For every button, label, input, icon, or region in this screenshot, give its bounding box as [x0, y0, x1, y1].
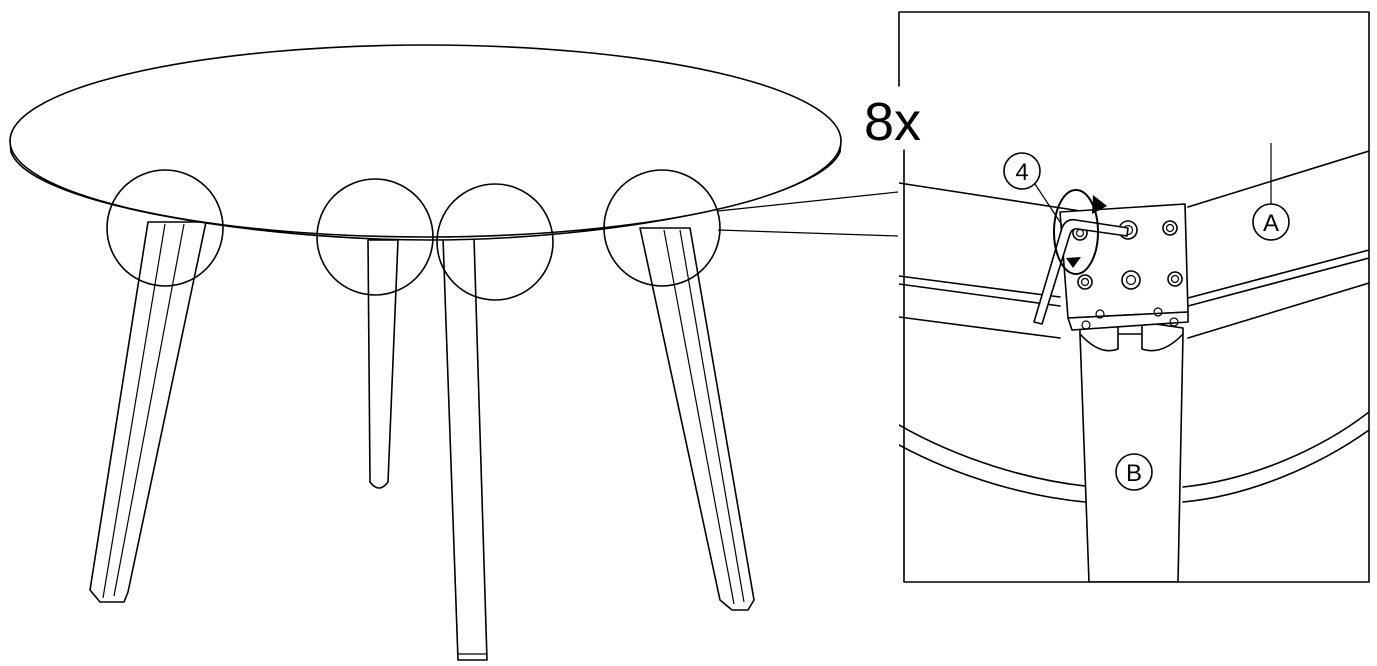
callout-label: B [1126, 460, 1142, 487]
table-leg-front-right [639, 227, 755, 611]
callout-part-a: A [1252, 143, 1290, 241]
zoom-leader-lines [717, 191, 899, 237]
quantity-label: 8x [864, 92, 921, 152]
detail-view: 8x 4 A B [864, 11, 1370, 583]
detail-circle [436, 183, 554, 301]
mounting-bracket [1059, 203, 1189, 331]
table-top [9, 44, 842, 241]
callout-tool-4: 4 [1003, 152, 1063, 226]
leg-b [1079, 321, 1184, 582]
detail-circle [603, 169, 721, 287]
callout-part-b: B [1115, 453, 1153, 491]
table-leg-rear-left [367, 239, 399, 489]
table-leg-rear-right [442, 237, 488, 661]
clockwise-rotation-arrow-icon [1053, 189, 1107, 275]
detail-circle [316, 178, 434, 296]
bolt [1121, 270, 1141, 290]
bolt [1077, 274, 1093, 290]
bolt [1167, 271, 1183, 287]
bolt [1162, 220, 1178, 236]
detail-circles [106, 169, 721, 301]
table-leg-front-left [89, 221, 207, 603]
detail-circle [106, 169, 224, 287]
detail-frame [898, 11, 1370, 583]
callout-label: 4 [1015, 159, 1028, 186]
table-overview [9, 44, 899, 661]
callout-label: A [1263, 210, 1279, 237]
allen-key-icon [1033, 218, 1129, 325]
